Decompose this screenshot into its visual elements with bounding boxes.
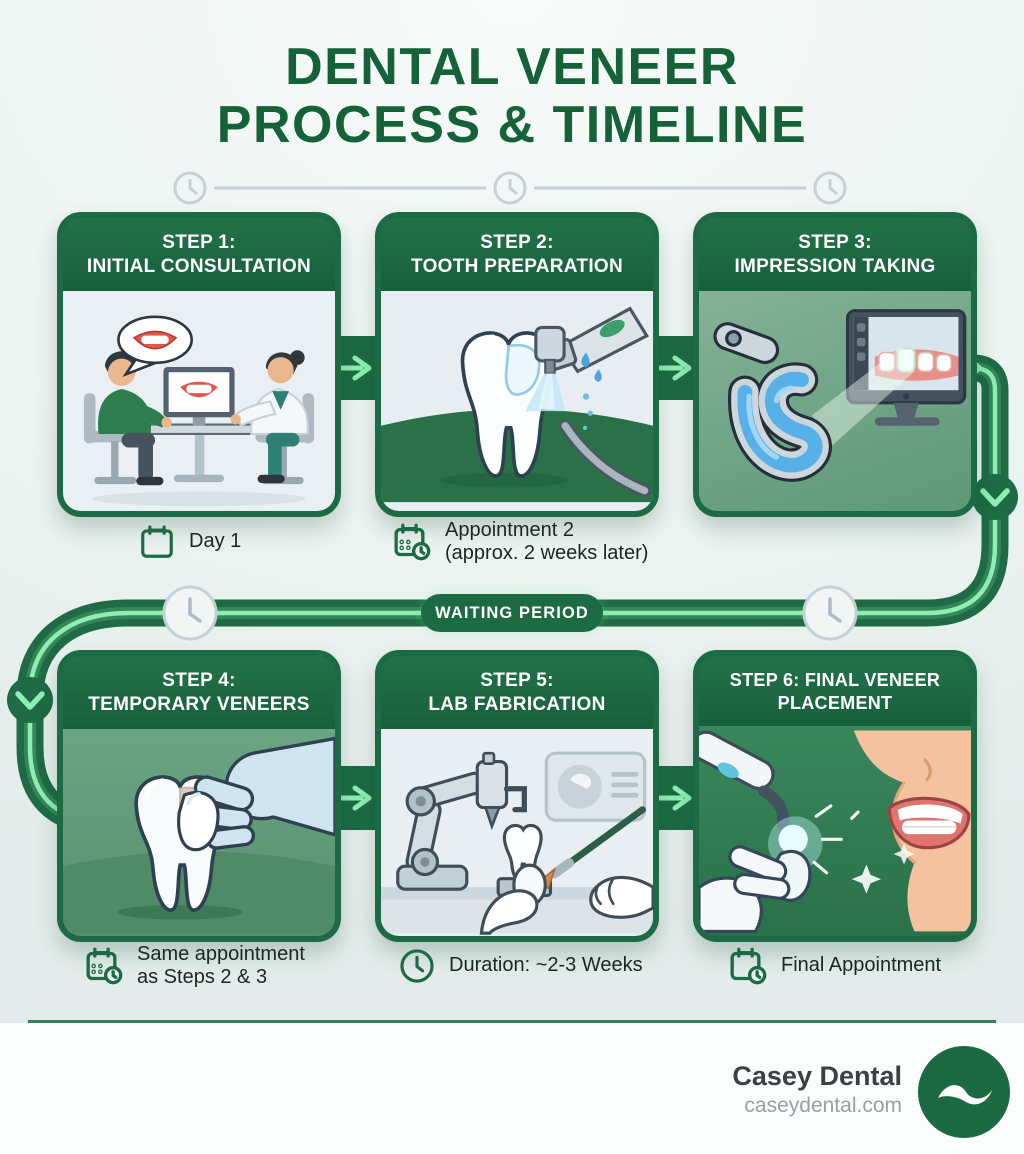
step-4-header-line1: STEP 4:: [162, 670, 236, 691]
step-2-caption-line1: Appointment 2: [445, 518, 574, 541]
step-1-caption: Day 1: [138, 520, 241, 564]
clock-icon: [173, 171, 207, 205]
waiting-period-badge: WAITING PERIOD: [421, 594, 603, 632]
step-2-caption: Appointment 2 (approx. 2 weeks later): [392, 516, 648, 568]
arrow-down-node: [972, 474, 1018, 520]
step-card-5: STEP 5: LAB FABRICATION: [375, 650, 659, 942]
page-title-line1: DENTAL VENEER: [285, 38, 739, 96]
clock-icon: [802, 585, 858, 641]
step-1-header-line1: STEP 1:: [162, 232, 236, 253]
step-card-6: STEP 6: FINAL VENEER PLACEMENT: [693, 650, 977, 942]
step-6-caption: Final Appointment: [728, 944, 941, 988]
footer-background: [0, 1023, 1024, 1154]
step-1-caption-text: Day 1: [189, 530, 242, 553]
brand-name: Casey Dental: [732, 1061, 902, 1091]
step-5-header-line2: LAB FABRICATION: [428, 694, 606, 716]
footer-divider: [28, 1020, 996, 1023]
page-title: DENTAL VENEER PROCESS & TIMELINE: [0, 38, 1024, 154]
temporary-veneer-illustration: [63, 728, 335, 936]
step-4-caption-line1: Same appointment: [137, 942, 305, 965]
clock-icon: [162, 585, 218, 641]
step-card-4: STEP 4: TEMPORARY VENEERS: [57, 650, 341, 942]
consultation-illustration: [63, 290, 335, 511]
clock-icon: [400, 949, 434, 983]
clock-icon: [813, 171, 847, 205]
clock-icon: [493, 171, 527, 205]
calendar-icon: [141, 525, 173, 558]
step-5-caption-text: Duration: ~2-3 Weeks: [449, 954, 643, 977]
step-3-header-line2: IMPRESSION TAKING: [734, 256, 936, 278]
casey-dental-logo: [918, 1046, 1010, 1138]
step-card-3: STEP 3: IMPRESSION TAKING: [693, 212, 977, 517]
step-6-caption-text: Final Appointment: [781, 954, 942, 977]
calendar-clock-icon: [86, 947, 123, 985]
step-5-header: STEP 5: LAB FABRICATION: [381, 656, 653, 729]
step-6-header-line1: STEP 6: FINAL VENEER: [729, 670, 941, 690]
step-6-header-line2: PLACEMENT: [777, 693, 893, 714]
brand-website: caseydental.com: [744, 1093, 902, 1117]
step-2-header: STEP 2: TOOTH PREPARATION: [381, 218, 653, 291]
step-4-caption: Same appointment as Steps 2 & 3: [84, 938, 305, 994]
step-3-header: STEP 3: IMPRESSION TAKING: [699, 218, 971, 291]
step-2-header-line2: TOOTH PREPARATION: [411, 256, 623, 278]
step-4-caption-line2: as Steps 2 & 3: [137, 966, 268, 988]
lab-fabrication-illustration: [381, 728, 653, 936]
step-2-caption-line2: (approx. 2 weeks later): [445, 542, 649, 564]
tooth-drill-illustration: [381, 290, 653, 511]
waiting-period-label: WAITING PERIOD: [435, 603, 589, 622]
step-4-header: STEP 4: TEMPORARY VENEERS: [63, 656, 335, 729]
calendar-clock-icon: [394, 523, 431, 561]
step-card-2: STEP 2: TOOTH PREPARATION: [375, 212, 659, 517]
step-1-header-line2: INITIAL CONSULTATION: [86, 256, 312, 278]
top-timeline: [173, 171, 847, 205]
step-5-header-line1: STEP 5:: [480, 670, 554, 691]
arrow-down-node: [7, 677, 53, 723]
page-title-line2: PROCESS & TIMELINE: [216, 96, 808, 155]
footer-text: Casey Dental caseydental.com: [732, 1061, 902, 1119]
tooth-swoosh-icon: [938, 1085, 992, 1105]
step-card-1: STEP 1: INITIAL CONSULTATION: [57, 212, 341, 517]
impression-tray-illustration: [699, 290, 971, 511]
final-placement-illustration: [699, 726, 971, 936]
step-3-header-line1: STEP 3:: [798, 232, 872, 253]
step-4-header-line2: TEMPORARY VENEERS: [88, 694, 310, 716]
step-5-caption: Duration: ~2-3 Weeks: [398, 944, 643, 988]
step-6-header: STEP 6: FINAL VENEER PLACEMENT: [699, 656, 971, 727]
step-1-header: STEP 1: INITIAL CONSULTATION: [63, 218, 335, 291]
calendar-clock-icon: [730, 947, 767, 985]
step-2-header-line1: STEP 2:: [480, 232, 554, 253]
